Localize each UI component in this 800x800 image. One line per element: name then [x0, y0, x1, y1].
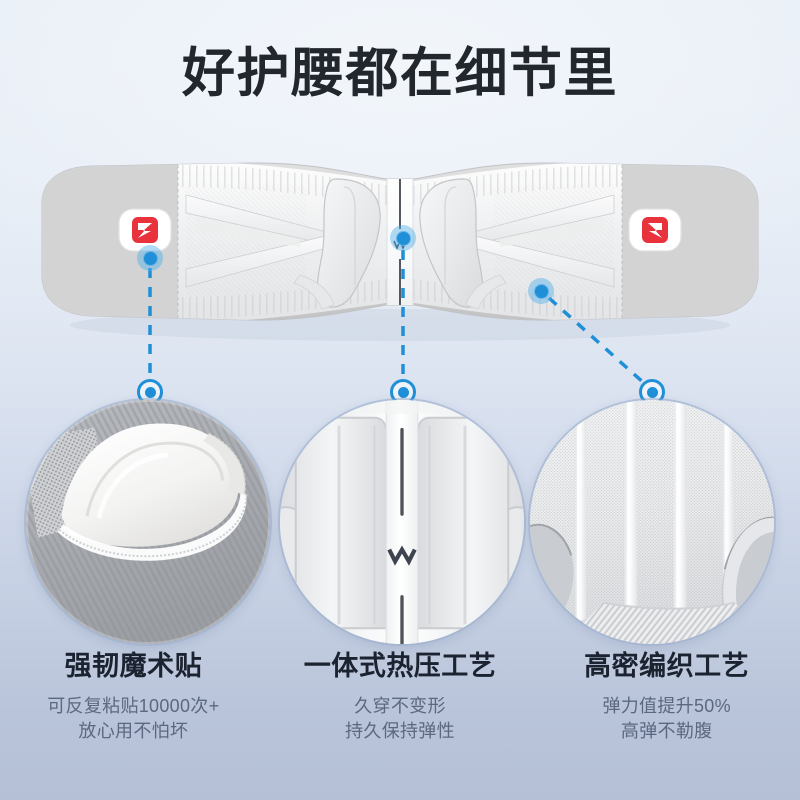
feature-captions: 强韧魔术贴 可反复粘贴10000次+ 放心用不怕坏 一体式热压工艺 久穿不变形 …	[0, 650, 800, 770]
caption-sub-line: 久穿不变形	[354, 695, 446, 716]
caption-title-heatpress: 一体式热压工艺	[303, 651, 497, 681]
brand-badge-left	[118, 208, 172, 252]
caption-sub-weave: 弹力值提升50% 高弹不勒腹	[539, 694, 794, 745]
detail-photo-weave	[528, 398, 776, 646]
detail-circles-row	[0, 398, 800, 646]
w-logo-mark	[138, 223, 152, 238]
detail-photo-heatpress	[278, 398, 526, 646]
caption-sub-heatpress: 久穿不变形 持久保持弹性	[273, 694, 528, 745]
brand-badge-right	[628, 208, 682, 252]
caption-velcro: 强韧魔术贴 可反复粘贴10000次+ 放心用不怕坏	[0, 650, 267, 770]
hotspot-heatpress[interactable]	[390, 225, 416, 251]
elastic-strap-right	[469, 194, 615, 288]
caption-sub-line: 弹力值提升50%	[602, 695, 731, 716]
hotspot-weave[interactable]	[528, 278, 554, 304]
page-title: 好护腰都在细节里	[182, 44, 618, 103]
detail-photo-velcro	[24, 398, 272, 646]
support-stays	[575, 400, 734, 631]
pad-left	[294, 416, 388, 630]
caption-weave: 高密编织工艺 弹力值提升50% 高弹不勒腹	[533, 650, 800, 770]
caption-sub-line: 持久保持弹性	[345, 721, 455, 742]
caption-sub-line: 可反复粘贴10000次+	[47, 695, 220, 716]
caption-sub-line: 高弹不勒腹	[620, 721, 713, 742]
caption-sub-line: 放心用不怕坏	[78, 721, 189, 742]
caption-title-weave: 高密编织工艺	[584, 651, 750, 681]
elastic-strap-left	[185, 194, 331, 288]
caption-title-velcro: 强韧魔术贴	[64, 651, 203, 681]
caption-sub-velcro: 可反复粘贴10000次+ 放心用不怕坏	[6, 694, 261, 745]
w-logo-mark-dark	[387, 545, 417, 566]
caption-heatpress: 一体式热压工艺 久穿不变形 持久保持弹性	[267, 650, 534, 770]
w-logo-mark-mirrored	[648, 223, 662, 238]
pad-right	[416, 416, 510, 630]
hotspot-velcro[interactable]	[137, 245, 163, 271]
